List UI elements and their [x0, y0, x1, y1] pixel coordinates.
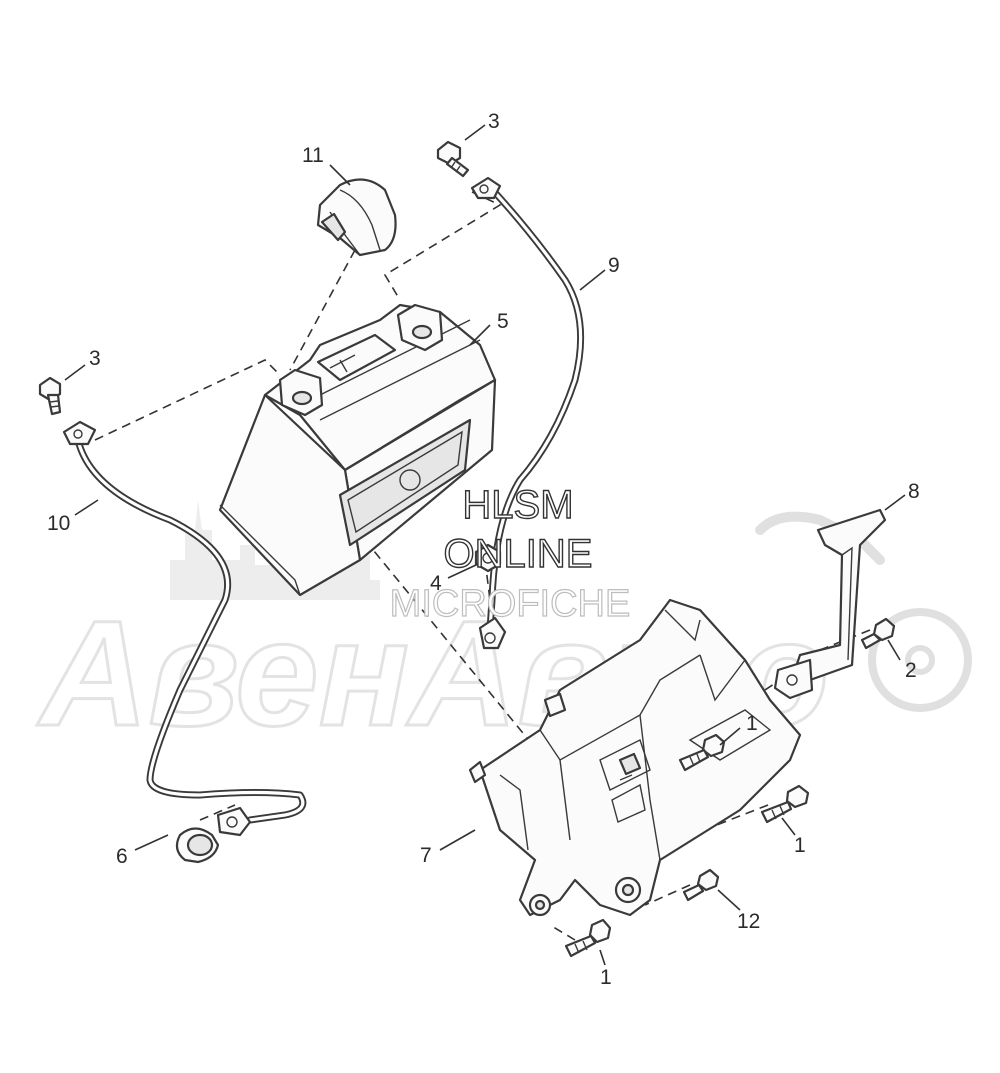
callout-3-left: 3: [89, 347, 101, 370]
callout-3: 3: [488, 110, 500, 133]
nut: [474, 543, 502, 573]
callout-11: 11: [302, 144, 324, 167]
watermark-line3: MICROFICHE: [390, 583, 631, 625]
callout-6: 6: [116, 845, 128, 868]
callout-8: 8: [908, 480, 920, 503]
battery: [218, 303, 497, 597]
callout-1-lower: 1: [600, 966, 612, 989]
negative-cable: [62, 420, 307, 837]
screw-1-lower: [564, 918, 612, 958]
watermark-text: HLSM ONLINE MICROFICHE: [389, 482, 631, 625]
battery-tray: [468, 598, 802, 917]
bolt-left: [38, 376, 62, 416]
bolt-upper: [436, 140, 470, 178]
screw-1-right: [760, 784, 810, 824]
callout-1-upper: 1: [746, 712, 758, 735]
hold-down-strap: [773, 508, 887, 700]
callout-12: 12: [737, 910, 760, 933]
callout-7: 7: [420, 844, 432, 867]
callout-5: 5: [497, 310, 509, 333]
positive-cable: [470, 176, 585, 650]
callout-1-right: 1: [794, 834, 806, 857]
watermark-line1: HLSM: [462, 483, 573, 527]
callout-4: 4: [430, 572, 442, 595]
screw-1-upper: [678, 733, 726, 772]
callouts: 11 3 3 5 9 10 4 8 2 1 1 12 1 7 6: [47, 110, 920, 989]
screw-12: [682, 868, 720, 902]
callout-10: 10: [47, 512, 70, 535]
leader-lines: [64, 124, 906, 966]
terminal-cover: [316, 178, 397, 257]
terminal-boot: [175, 827, 220, 864]
watermark-line2: ONLINE: [444, 532, 593, 576]
callout-2: 2: [905, 659, 917, 682]
callout-9: 9: [608, 254, 620, 277]
screw-strap: [860, 617, 896, 650]
